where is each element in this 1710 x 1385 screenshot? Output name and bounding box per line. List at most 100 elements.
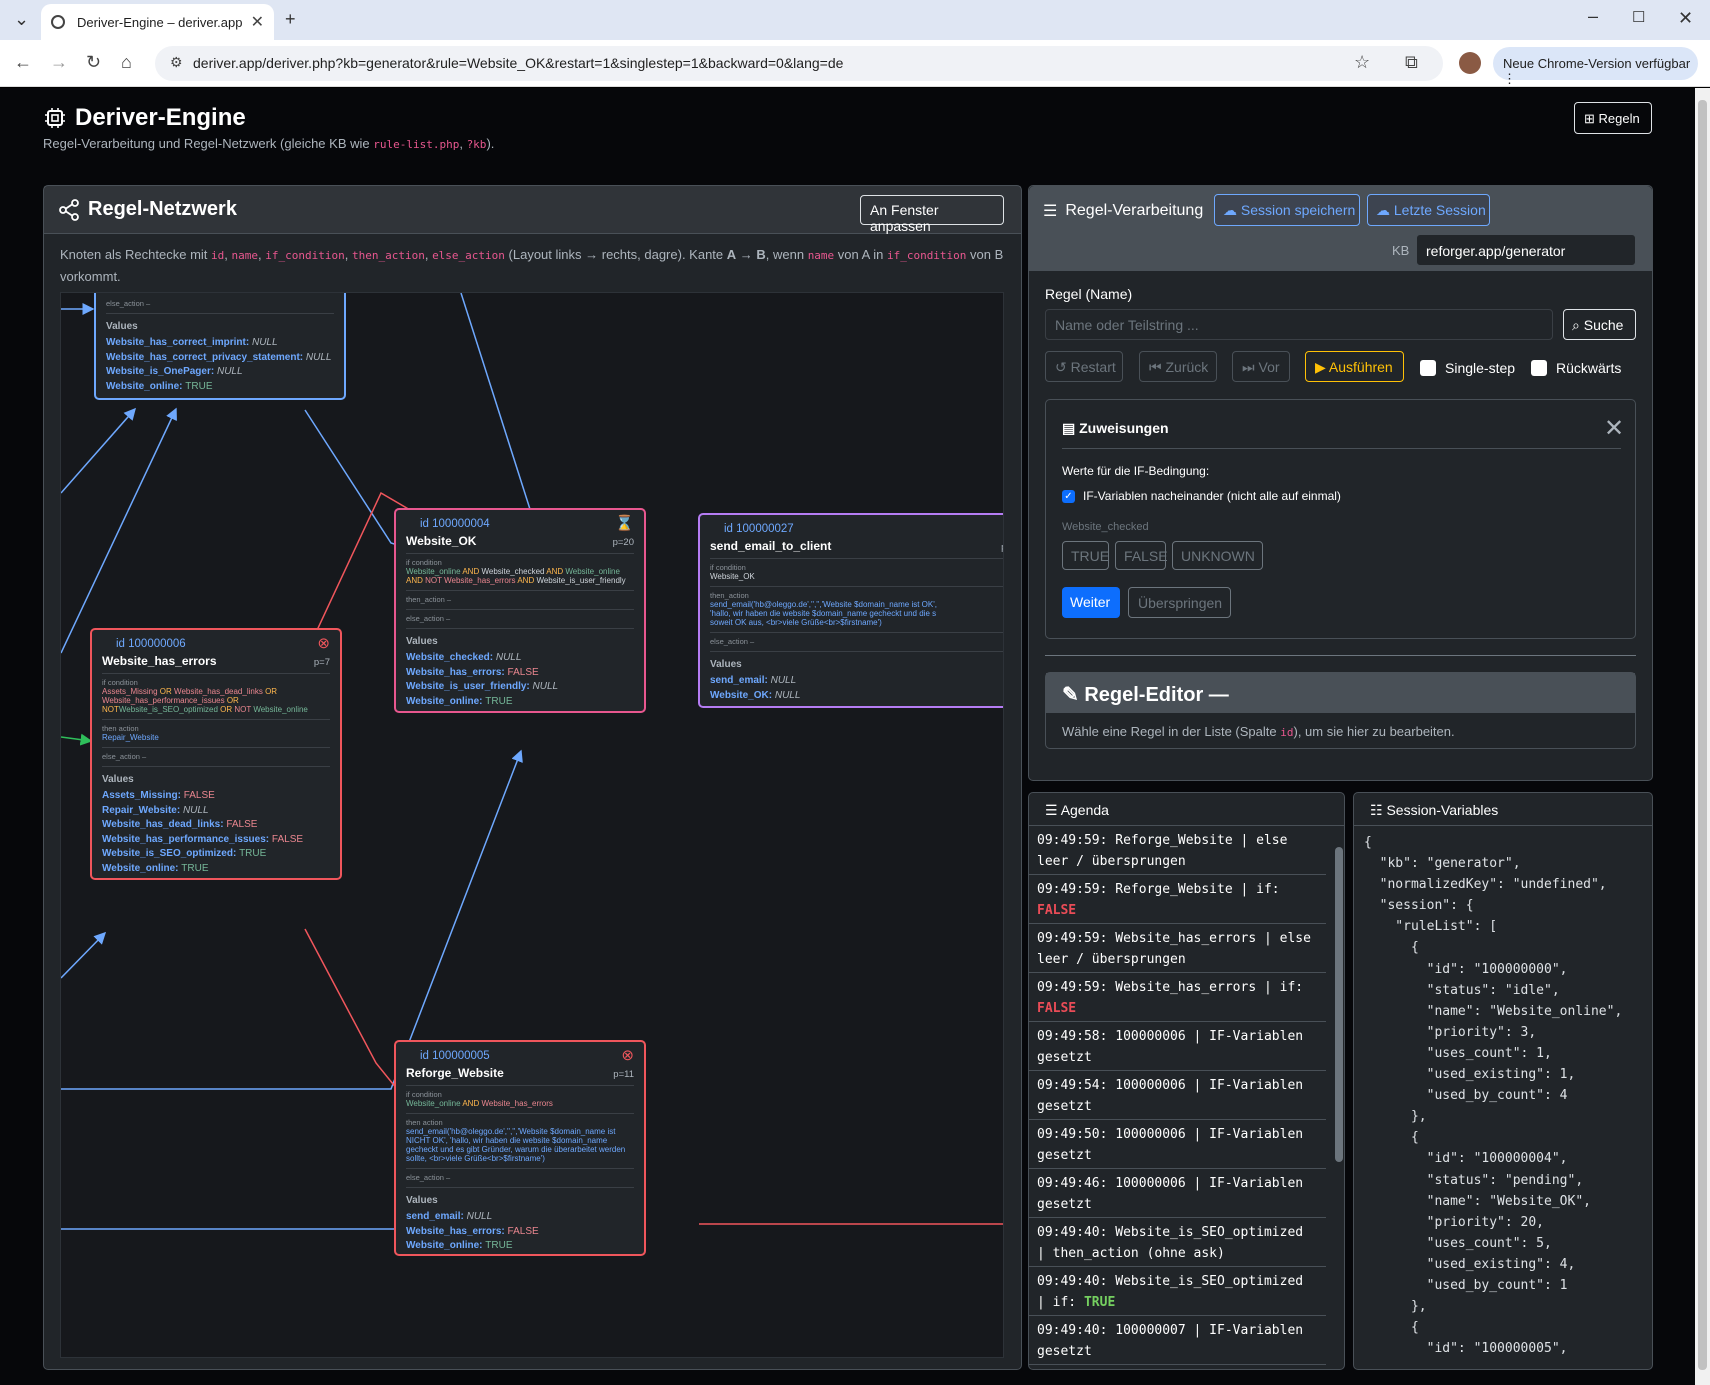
skip-button[interactable]: Überspringen	[1128, 587, 1231, 618]
value: FALSE	[507, 666, 539, 678]
rule-node-100000006[interactable]: ⊗ id 100000006 p=7 Website_has_errors if…	[90, 628, 342, 880]
if-condition-label: if condition	[102, 678, 138, 687]
condition-token: OR	[157, 687, 175, 696]
if-condition-label: if condition	[710, 563, 746, 572]
rule-node-100000027[interactable]: id 100000027 p= send_email_to_client if …	[698, 513, 1003, 708]
subtitle-code: rule-list.php	[373, 138, 460, 151]
more-menu-icon[interactable]: ⋮	[1503, 71, 1516, 86]
agenda-text: 09:49:40: 100000007 | IF-Variablen geset…	[1037, 1323, 1304, 1359]
close-tab-icon[interactable]: ✕	[250, 14, 264, 31]
value: TRUE	[485, 1240, 513, 1251]
if-condition: Website_online AND Website_checked AND W…	[406, 567, 634, 585]
maximize-icon[interactable]: ☐	[1632, 9, 1646, 26]
value-key: Assets_Missing:	[102, 790, 184, 801]
rules-button[interactable]: ⊞ Regeln	[1574, 102, 1652, 134]
value: NULL	[182, 804, 209, 816]
window-close-icon[interactable]: ✕	[1678, 8, 1694, 28]
rule-node-100000005[interactable]: ⊗ id 100000005 p=11 Reforge_Website if c…	[394, 1040, 646, 1256]
agenda-entry: 09:49:50: 100000006 | IF-Variablen geset…	[1029, 1120, 1326, 1169]
agenda-entry: 09:49:46: 100000006 | IF-Variablen geset…	[1029, 1169, 1326, 1218]
desc-text: , wenn	[765, 247, 808, 262]
agenda-text: 09:49:40: Website_is_SEO_optimized | if:	[1037, 1274, 1304, 1310]
false-button[interactable]: FALSE	[1115, 541, 1168, 570]
value: NULL	[495, 652, 522, 663]
close-icon[interactable]: ✕	[1604, 415, 1625, 442]
agenda-scrollbar[interactable]	[1333, 833, 1344, 1361]
back-step-button[interactable]: ⏮ Zurück	[1139, 351, 1217, 382]
agenda-entry: 09:49:40: 100000007 | IF-Variablen geset…	[1029, 1316, 1326, 1365]
profile-avatar[interactable]	[1459, 52, 1481, 74]
unknown-button[interactable]: UNKNOWN	[1172, 541, 1263, 570]
run-label: Ausführen	[1328, 359, 1393, 375]
else-action-label: else_action –	[710, 632, 1003, 646]
if-condition: Assets_Missing OR Website_has_dead_links…	[102, 687, 330, 714]
home-icon[interactable]: ⌂	[121, 52, 132, 72]
share-icon	[59, 198, 79, 221]
editor-hint-code: id	[1280, 726, 1294, 739]
minimize-icon[interactable]: –	[1588, 6, 1599, 26]
edge	[460, 293, 539, 530]
cpu-icon	[45, 108, 65, 128]
page-scrollbar[interactable]	[1695, 88, 1710, 1385]
agenda-text: 09:49:40: Website_is_SEO_optimized | the…	[1037, 1225, 1304, 1261]
globe-icon	[51, 15, 65, 29]
page-title: Deriver-Engine	[43, 104, 246, 132]
network-canvas[interactable]: else_action – Values Website_has_correct…	[60, 292, 1004, 1358]
forward-icon[interactable]: →	[50, 52, 68, 72]
last-session-button[interactable]: ☁ Letzte Session	[1367, 194, 1490, 226]
if-condition-label: if condition	[406, 558, 442, 567]
backward-checkbox[interactable]: Rückwärts	[1531, 360, 1621, 376]
site-info-icon[interactable]: ⚙	[170, 54, 183, 70]
next-button[interactable]: Weiter	[1062, 587, 1120, 618]
single-step-checkbox[interactable]: Single-step	[1420, 360, 1515, 376]
value-row: Assets_Missing: FALSE	[102, 789, 330, 804]
browser-tab[interactable]: Deriver-Engine – deriver.app ✕	[41, 4, 274, 40]
tab-search-icon[interactable]: ⌄	[14, 9, 30, 29]
value-key: Website_has_errors:	[406, 666, 508, 678]
chrome-update-button[interactable]: Neue Chrome-Version verfügbar ⋮	[1493, 47, 1698, 86]
rule-search-input[interactable]: Name oder Teilstring ...	[1045, 309, 1553, 340]
value-key: Website_online:	[406, 695, 486, 707]
true-button[interactable]: TRUE	[1062, 541, 1109, 570]
rule-processing-header: ☰Regel-Verarbeitung ☁ Session speichern …	[1029, 186, 1652, 271]
run-button[interactable]: ▶ Ausführen	[1305, 351, 1404, 382]
value-key: Website_has_errors:	[406, 1225, 508, 1237]
reload-icon[interactable]: ↻	[86, 52, 102, 72]
forward-step-button[interactable]: ⏭ Vor	[1232, 351, 1290, 382]
search-button[interactable]: ⌕ Suche	[1563, 309, 1636, 340]
value-key: Website_checked:	[406, 652, 496, 663]
rule-editor-panel: ✎ Regel-Editor — Wähle eine Regel in der…	[1045, 672, 1636, 749]
agenda-list[interactable]: 09:49:59: Reforge_Website | else leer / …	[1029, 826, 1344, 1365]
fit-to-window-button[interactable]: An Fenster anpassen	[860, 195, 1004, 234]
back-icon[interactable]: ←	[14, 52, 32, 72]
condition-token: Website_online	[406, 567, 461, 576]
bookmark-star-icon[interactable]: ☆	[1354, 52, 1371, 72]
restart-button[interactable]: ↺ Restart	[1045, 351, 1123, 382]
condition-token: NOT	[425, 576, 445, 585]
extensions-icon[interactable]: ⧉	[1405, 52, 1418, 72]
save-session-button[interactable]: ☁ Session speichern	[1214, 194, 1360, 226]
rule-node-100000004[interactable]: ⌛ id 100000004 p=20 Website_OK if condit…	[394, 508, 646, 713]
checkbox-box[interactable]	[1531, 360, 1547, 376]
node-priority: p=7	[313, 657, 330, 668]
checkbox-checked-icon[interactable]: ✓	[1062, 489, 1075, 503]
edge	[61, 749, 523, 1090]
value-row: Website_has_performance_issues: FALSE	[102, 833, 330, 848]
value: NULL	[466, 1211, 493, 1222]
new-tab-icon[interactable]: +	[285, 9, 296, 29]
values-list: Website_checked: NULL Website_has_errors:…	[406, 651, 634, 709]
condition-token: NOT	[234, 705, 254, 714]
value-key: Website_has_correct_privacy_statement:	[106, 351, 306, 363]
condition-token: Assets_Missing	[102, 687, 158, 696]
value-key: send_email:	[406, 1211, 467, 1222]
sequential-if-checkbox[interactable]: ✓IF-Variablen nacheinander (nicht alle a…	[1062, 489, 1341, 503]
agenda-text: 09:49:54: 100000006 | IF-Variablen geset…	[1037, 1078, 1304, 1114]
value: FALSE	[507, 1225, 539, 1237]
checkbox-box[interactable]	[1420, 360, 1436, 376]
value: TRUE	[485, 695, 513, 707]
rule-node[interactable]: else_action – Values Website_has_correct…	[94, 293, 346, 400]
kb-input[interactable]: reforger.app/generator	[1416, 234, 1636, 266]
url-field[interactable]: deriver.app/deriver.php?kb=generator&rul…	[155, 46, 1443, 81]
desc-text: von B vorkommt.	[60, 247, 1004, 284]
